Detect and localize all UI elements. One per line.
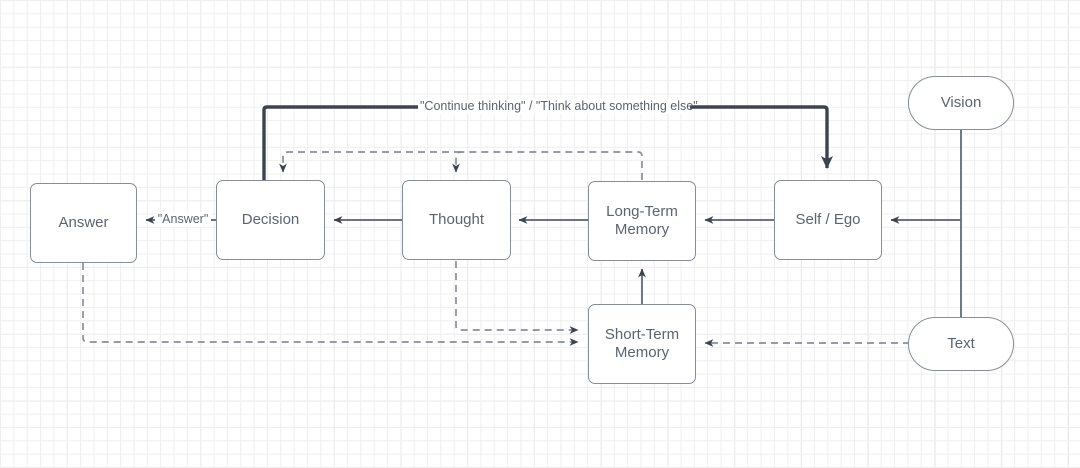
edge-thought-to-stm-dashed <box>455 261 579 334</box>
edge-label-answer: "Answer" <box>155 212 211 227</box>
node-short-term-memory[interactable]: Short-Term Memory <box>588 304 696 384</box>
edge-answer-to-stm-dashed <box>82 263 579 346</box>
node-self-ego[interactable]: Self / Ego <box>774 180 882 260</box>
edge-ltm-to-decision-dashed <box>279 151 461 173</box>
node-text[interactable]: Text <box>908 317 1014 371</box>
edge-label-continue-thinking: "Continue thinking" / "Think about somet… <box>418 99 698 114</box>
node-vision[interactable]: Vision <box>908 76 1014 130</box>
edge-ltm-to-thought-dashed <box>452 151 643 180</box>
node-thought[interactable]: Thought <box>402 180 511 260</box>
node-long-term-memory[interactable]: Long-Term Memory <box>588 181 696 261</box>
node-decision[interactable]: Decision <box>216 180 325 260</box>
node-answer[interactable]: Answer <box>30 183 137 263</box>
edge-decision-to-self-emphasis <box>262 105 827 181</box>
